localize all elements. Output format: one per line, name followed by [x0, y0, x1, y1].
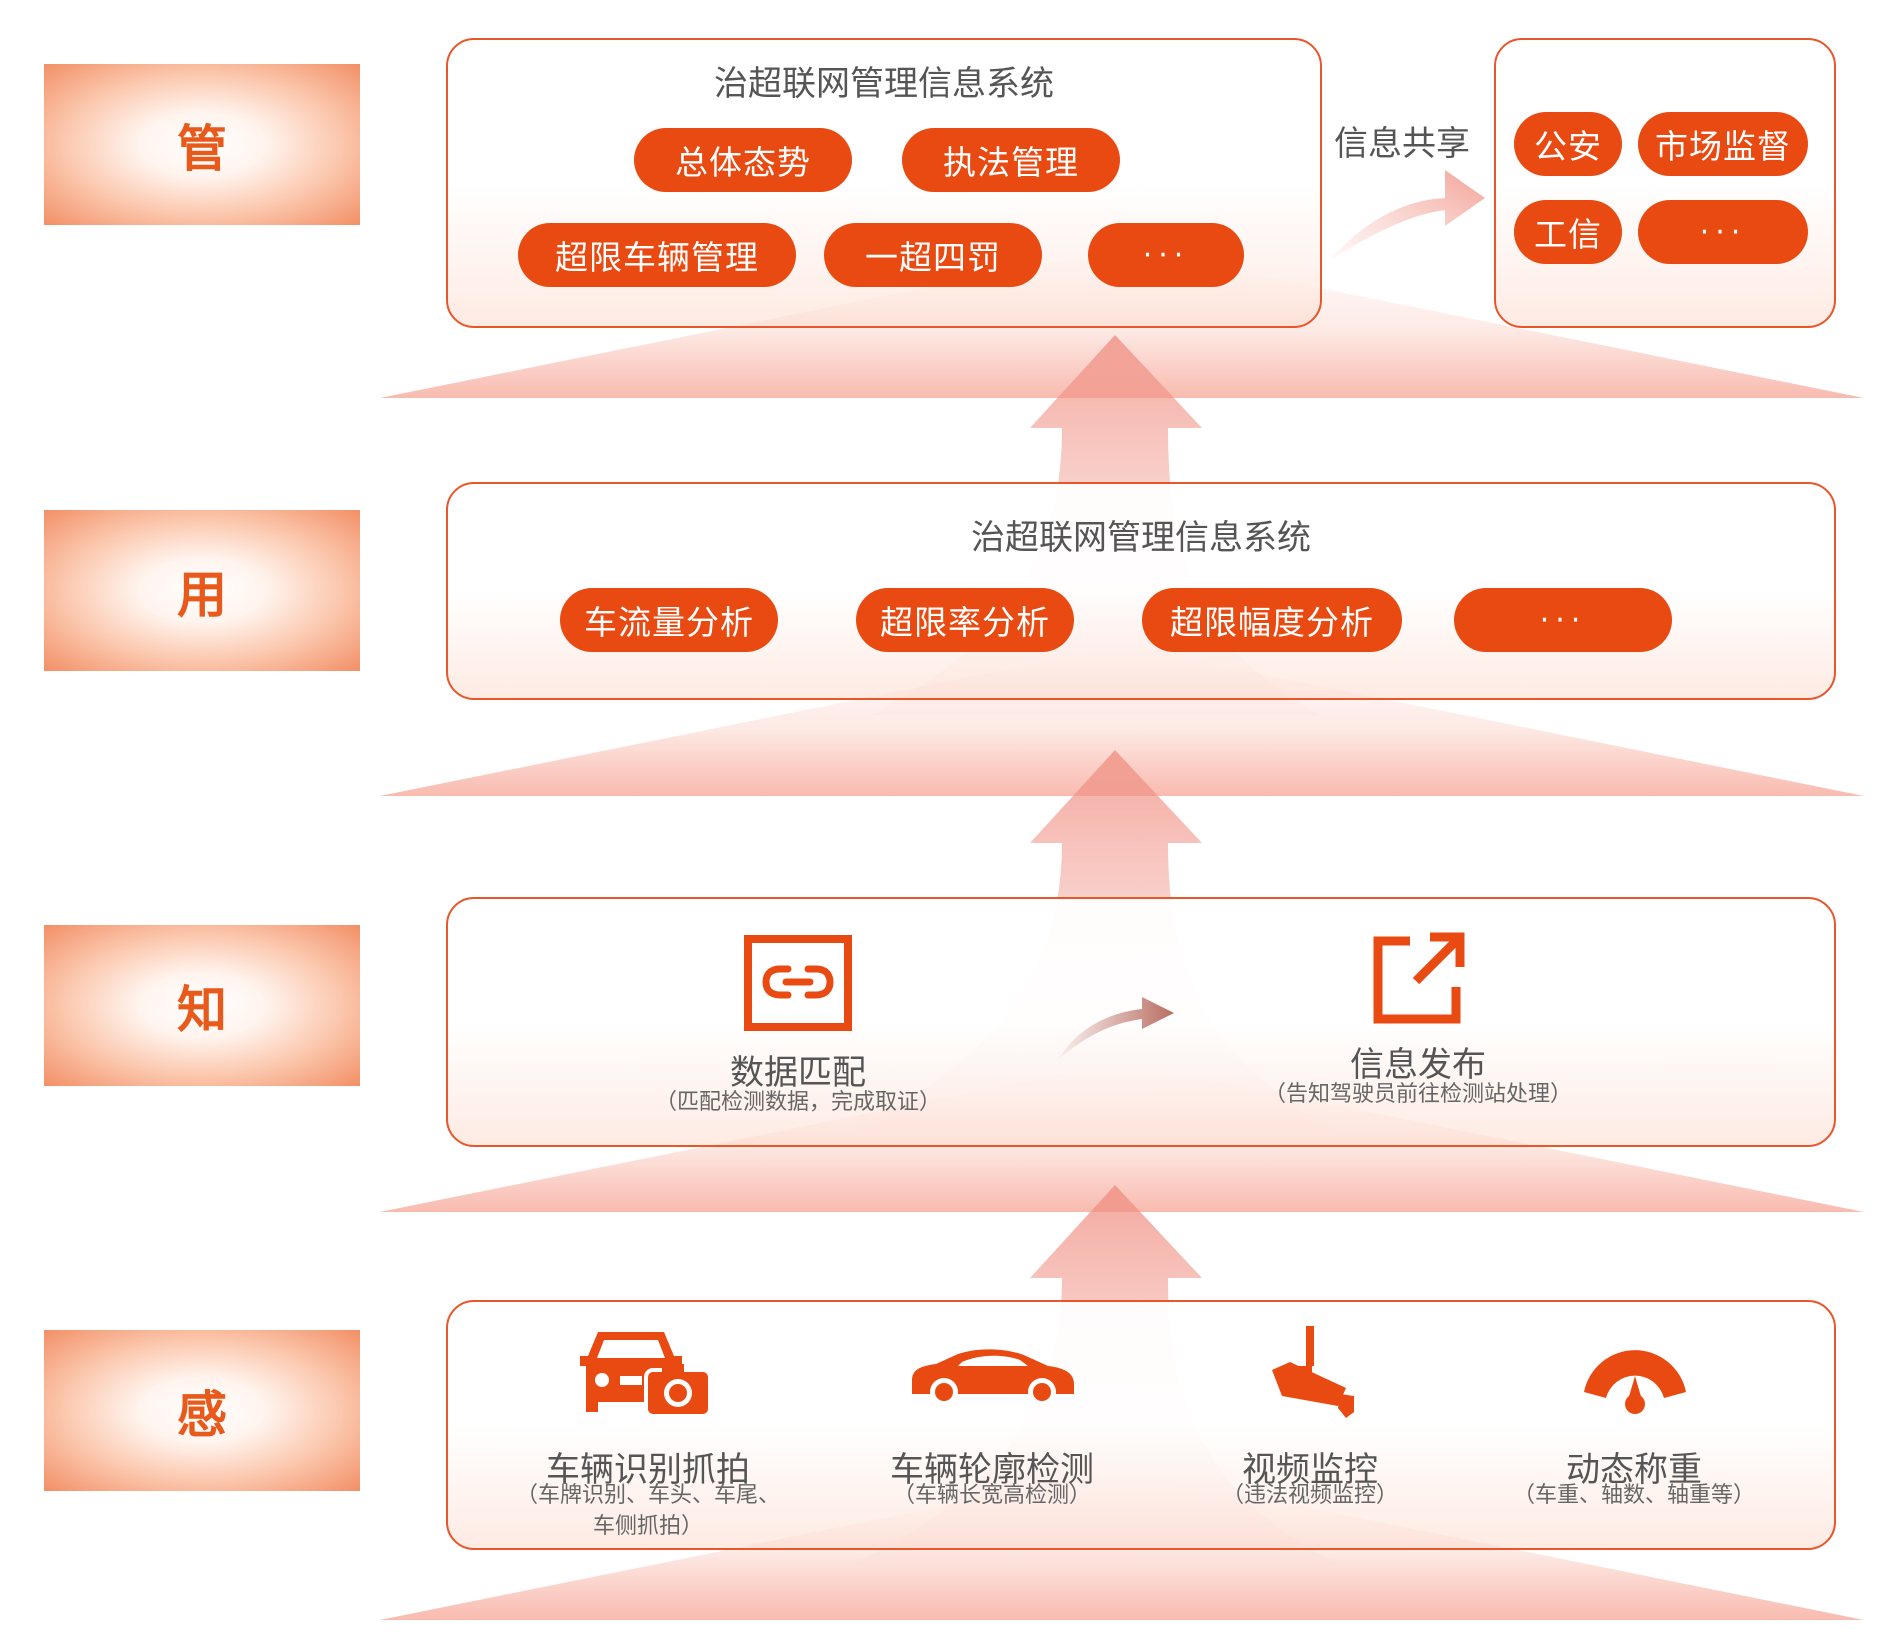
tier-label-text: 感 — [177, 1385, 227, 1444]
tier-label-zhi: 知 — [44, 925, 360, 1086]
process-arrow — [1058, 997, 1174, 1060]
tier-label-gan: 感 — [44, 1330, 360, 1491]
share-out-icon — [1373, 932, 1465, 1024]
pill-overlimit-range-analysis[interactable]: 超限幅度分析 — [1142, 588, 1402, 652]
partners-panel: 公安 市场监督 工信 ··· — [1494, 38, 1836, 328]
data-match-title: 数据匹配 — [730, 1053, 866, 1093]
manage-panel-title: 治超联网管理信息系统 — [714, 64, 1054, 104]
vehicle-contour-title: 车辆轮廓检测 — [890, 1450, 1094, 1490]
car-camera-icon — [580, 1332, 712, 1416]
sedan-icon — [912, 1349, 1074, 1406]
tier-label-guan: 管 — [44, 64, 360, 225]
pill-public-security[interactable]: 公安 — [1514, 112, 1622, 176]
cctv-camera-icon — [1272, 1326, 1354, 1418]
pill-overlimit-vehicle-mgmt[interactable]: 超限车辆管理 — [518, 223, 796, 287]
sense-panel: 车辆识别抓拍 （车牌识别、车头、车尾、 车侧抓拍） 车辆轮廓检测 （车辆长宽高检… — [446, 1300, 1836, 1550]
data-match-subtitle: （匹配检测数据，完成取证） — [654, 1090, 941, 1115]
video-monitor-title: 视频监控 — [1242, 1450, 1378, 1490]
know-panel: 数据匹配 （匹配检测数据，完成取证） 信息发布 （告知驾驶员前往检测站处理） — [446, 897, 1836, 1147]
pill-market-supervision[interactable]: 市场监督 — [1638, 112, 1808, 176]
info-share-arrow — [1330, 170, 1485, 260]
dynamic-weighing-sub: （车重、轴数、轴重等） — [1512, 1483, 1755, 1508]
pill-overall-situation[interactable]: 总体态势 — [634, 128, 852, 192]
vehicle-recognition-sub2: 车侧抓拍） — [592, 1514, 703, 1539]
vehicle-recognition-title: 车辆识别抓拍 — [546, 1450, 750, 1490]
tier-label-text: 管 — [177, 119, 227, 178]
info-publish-title: 信息发布 — [1350, 1045, 1486, 1085]
manage-panel: 治超联网管理信息系统 总体态势 执法管理 超限车辆管理 一超四罚 ··· — [446, 38, 1322, 328]
info-share-label: 信息共享 — [1334, 124, 1470, 164]
pill-traffic-flow-analysis[interactable]: 车流量分析 — [560, 588, 778, 652]
use-panel: 治超联网管理信息系统 车流量分析 超限率分析 超限幅度分析 ··· — [446, 482, 1836, 700]
pill-partners-more[interactable]: ··· — [1638, 200, 1808, 264]
pill-overlimit-rate-analysis[interactable]: 超限率分析 — [856, 588, 1074, 652]
gauge-icon — [1584, 1350, 1686, 1414]
pill-industry-info[interactable]: 工信 — [1514, 200, 1622, 264]
pill-analysis-more[interactable]: ··· — [1454, 588, 1672, 652]
video-monitor-sub: （违法视频监控） — [1221, 1483, 1398, 1508]
dynamic-weighing-title: 动态称重 — [1566, 1450, 1702, 1490]
vehicle-contour-sub: （车辆长宽高检测） — [892, 1483, 1091, 1508]
tier-label-yong: 用 — [44, 510, 360, 671]
tier-label-text: 知 — [177, 980, 227, 1039]
tier-label-text: 用 — [177, 565, 227, 624]
pill-law-enforcement[interactable]: 执法管理 — [902, 128, 1120, 192]
use-panel-title: 治超联网管理信息系统 — [971, 518, 1311, 558]
pill-one-over-four-penalties[interactable]: 一超四罚 — [824, 223, 1042, 287]
link-icon — [744, 935, 852, 1031]
info-publish-subtitle: （告知驾驶员前往检测站处理） — [1263, 1082, 1572, 1107]
pill-more[interactable]: ··· — [1088, 223, 1244, 287]
vehicle-recognition-sub1: （车牌识别、车头、车尾、 — [515, 1483, 780, 1508]
